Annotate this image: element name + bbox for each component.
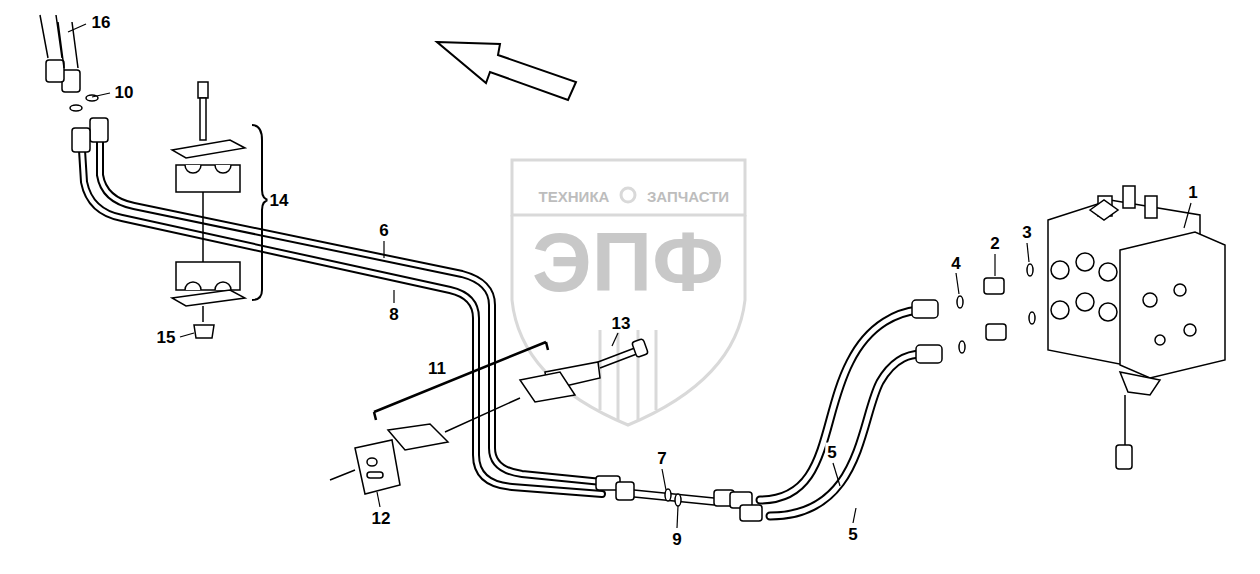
watermark-text: ТЕХНИКА <box>539 189 610 204</box>
callout-number: 2 <box>988 234 1001 253</box>
leader-lines <box>68 24 1191 528</box>
callout-number: 7 <box>655 449 668 468</box>
pipe-fittings-top <box>40 15 108 152</box>
callout-number: 5 <box>846 525 859 544</box>
callout-number: 16 <box>90 13 113 32</box>
control-valve <box>1048 186 1225 469</box>
callout-number: 5 <box>825 443 838 462</box>
callout-number: 13 <box>610 314 633 333</box>
callout-number: 4 <box>949 254 962 273</box>
callout-number: 8 <box>387 305 400 324</box>
hydraulic-hoses <box>760 310 922 516</box>
callout-number: 3 <box>1020 223 1033 242</box>
watermark-text: ЭПФ <box>532 220 724 304</box>
callout-number: 15 <box>155 328 178 347</box>
pipe-clamp-upper <box>172 82 270 338</box>
watermark-text: ЗАПЧАСТИ <box>647 189 729 204</box>
pipe-clamp-lower <box>330 338 648 494</box>
callout-number: 1 <box>1186 183 1199 202</box>
watermark-shield <box>512 160 745 425</box>
hose-adapters <box>912 264 1035 363</box>
callout-number: 14 <box>268 191 291 210</box>
tube-joint <box>596 476 762 521</box>
callout-number: 11 <box>426 359 448 378</box>
callout-number: 6 <box>377 221 390 240</box>
direction-arrow <box>437 42 576 100</box>
rigid-pipes <box>82 140 602 494</box>
callout-number: 12 <box>370 509 393 528</box>
callout-number: 10 <box>113 83 136 102</box>
callout-number: 9 <box>670 530 683 549</box>
